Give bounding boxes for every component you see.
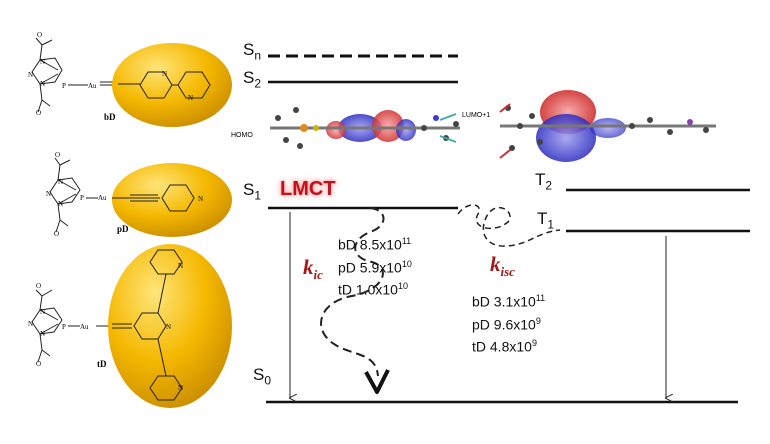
bipyridine-rings <box>118 71 211 99</box>
nitrogen-label: N <box>46 190 51 198</box>
molecule-td: O O N N N P Au N N N tD <box>28 244 232 408</box>
nitrogen-label: N <box>58 178 63 186</box>
nitrogen-label: N <box>178 384 183 392</box>
molecule-pd: O O N N N P Au N pD <box>46 151 232 238</box>
t2-label: T2 <box>535 170 553 193</box>
nitrogen-label: N <box>166 323 171 331</box>
s1-label: S1 <box>243 180 262 203</box>
nitrogen-label: N <box>198 195 203 203</box>
kic-label: kic <box>303 255 323 283</box>
gold-label: Au <box>98 194 107 202</box>
kic-wavy-arrow <box>320 207 385 377</box>
molecule-ellipse <box>108 244 232 408</box>
rate-row: bD 3.1x1011 <box>472 293 546 310</box>
rate-row: pD 9.6x109 <box>472 315 541 333</box>
nitrogen-label: N <box>28 71 33 79</box>
kisc-wavy-arrow <box>457 204 561 247</box>
s2-label: S2 <box>243 68 262 91</box>
sn-label: Sn <box>243 40 262 63</box>
oxygen-label: O <box>36 360 41 368</box>
oxygen-label: O <box>36 282 41 290</box>
cage-structure <box>49 157 98 233</box>
t1-label: T1 <box>537 209 555 232</box>
kic-rates: bD 8.5x1011 pD 5.9x1010 tD 1.0x1010 <box>338 232 412 300</box>
gold-label: Au <box>80 323 89 331</box>
nitrogen-label: N <box>178 262 183 270</box>
homo-label: HOMO <box>231 132 253 139</box>
nitrogen-label: N <box>40 330 45 338</box>
pyridine-ring <box>112 184 195 212</box>
rate-row: tD 4.8x109 <box>472 338 537 355</box>
kisc-rates: bD 3.1x1011 pD 9.6x109 tD 4.8x109 <box>472 289 545 357</box>
oxygen-label: O <box>36 109 41 117</box>
lumo-orbital-image <box>499 90 716 162</box>
homo-orbital-image <box>270 107 460 149</box>
oxygen-label: O <box>54 230 59 238</box>
gold-label: Au <box>88 82 97 90</box>
molecule-code: pD <box>117 224 129 234</box>
nitrogen-label: N <box>40 58 45 66</box>
molecule-bd: O O N N N P Au N N bD <box>28 31 232 127</box>
s0-label: S0 <box>253 365 272 388</box>
nitrogen-label: N <box>40 308 45 316</box>
cage-structure <box>31 289 112 363</box>
nitrogen-label: N <box>28 320 33 328</box>
phosphorus-label: P <box>62 323 66 331</box>
molecule-code: bD <box>104 112 116 122</box>
kisc-label: kisc <box>490 252 515 280</box>
rate-row: pD 5.9x1010 <box>338 258 412 276</box>
terpyridine-rings <box>112 249 183 401</box>
nitrogen-label: N <box>162 70 167 78</box>
lmct-label: LMCT <box>280 178 336 200</box>
molecule-ellipse <box>112 163 232 237</box>
nitrogen-label: N <box>188 94 193 102</box>
molecule-code: tD <box>97 359 107 369</box>
lumo-label: LUMO+1 <box>462 112 490 119</box>
oxygen-label: O <box>55 151 60 159</box>
phosphorus-label: P <box>80 194 84 202</box>
nitrogen-label: N <box>40 80 45 88</box>
kic-arrowhead <box>364 369 390 394</box>
nitrogen-label: N <box>58 200 63 208</box>
rate-row: bD 8.5x1011 <box>338 236 412 253</box>
cage-structure <box>31 37 118 113</box>
oxygen-label: O <box>37 31 42 39</box>
rate-row: tD 1.0x1010 <box>338 281 408 298</box>
phosphorus-label: P <box>62 82 66 90</box>
